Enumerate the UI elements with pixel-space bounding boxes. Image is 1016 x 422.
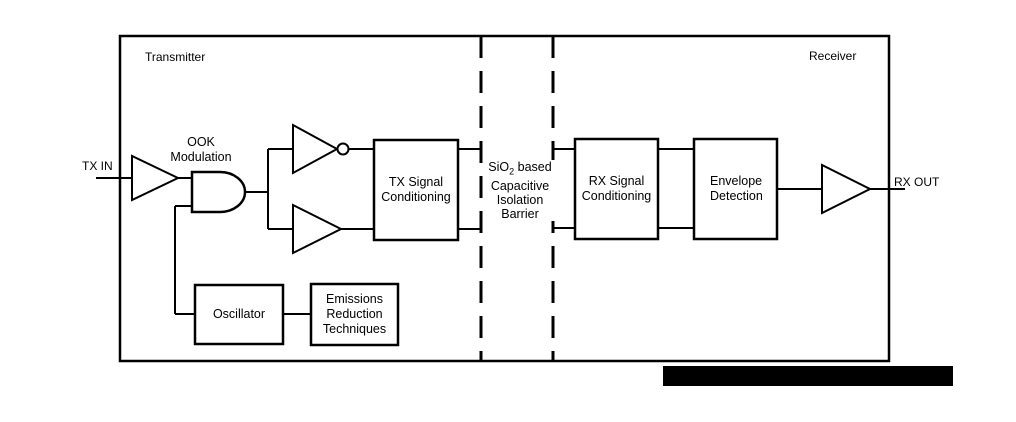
tx-signal-conditioning-box xyxy=(372,138,460,242)
rx-signal-conditioning-label: RX Signal Conditioning xyxy=(575,139,658,239)
emissions-line2: Reduction xyxy=(326,307,383,321)
ook-label-line1: OOK xyxy=(187,135,215,149)
ook-label-line2: Modulation xyxy=(170,150,232,164)
barrier-line3: Isolation xyxy=(496,192,544,207)
emissions-line1: Emissions xyxy=(326,292,383,306)
tx-signal-line1: TX Signal xyxy=(388,175,444,189)
tx-signal-line2: Conditioning xyxy=(381,190,451,204)
envelope-line1: Envelope xyxy=(710,174,763,188)
isolation-barrier-label: SiO2 based Capacitive Isolation Barrier xyxy=(484,160,556,221)
barrier-line4: Barrier xyxy=(501,206,539,221)
and-gate-icon xyxy=(190,170,247,214)
transmitter-section-title: Transmitter xyxy=(145,50,206,64)
inverter-icon xyxy=(292,123,340,175)
tx-in-port-label: TX IN xyxy=(82,159,113,173)
output-buffer-icon xyxy=(821,163,873,215)
emissions-reduction-box xyxy=(309,282,400,347)
emissions-reduction-label: Emissions Reduction Techniques xyxy=(311,284,398,345)
input-buffer-icon xyxy=(131,154,181,202)
tx-signal-conditioning-label: TX Signal Conditioning xyxy=(374,140,458,240)
redaction-bar xyxy=(663,366,953,386)
inverter-bubble-icon xyxy=(336,142,350,156)
rx-signal-line2: Conditioning xyxy=(581,189,652,203)
rx-signal-conditioning-box xyxy=(573,137,660,241)
receiver-section-title: Receiver xyxy=(809,49,857,63)
ook-modulation-label: OOK Modulation xyxy=(158,135,244,165)
envelope-line2: Detection xyxy=(710,189,763,203)
rx-out-port-label: RX OUT xyxy=(894,175,940,189)
driver-buffer-icon xyxy=(292,203,344,255)
chip-outline xyxy=(118,34,891,363)
barrier-line2: Capacitive xyxy=(490,178,550,193)
oscillator-box xyxy=(193,283,285,346)
rx-signal-line1: RX Signal xyxy=(588,174,645,188)
barrier-line1: SiO2 based xyxy=(488,160,552,177)
oscillator-label: Oscillator xyxy=(212,307,266,321)
envelope-detection-label: Envelope Detection xyxy=(694,139,777,239)
emissions-line3: Techniques xyxy=(322,322,387,336)
